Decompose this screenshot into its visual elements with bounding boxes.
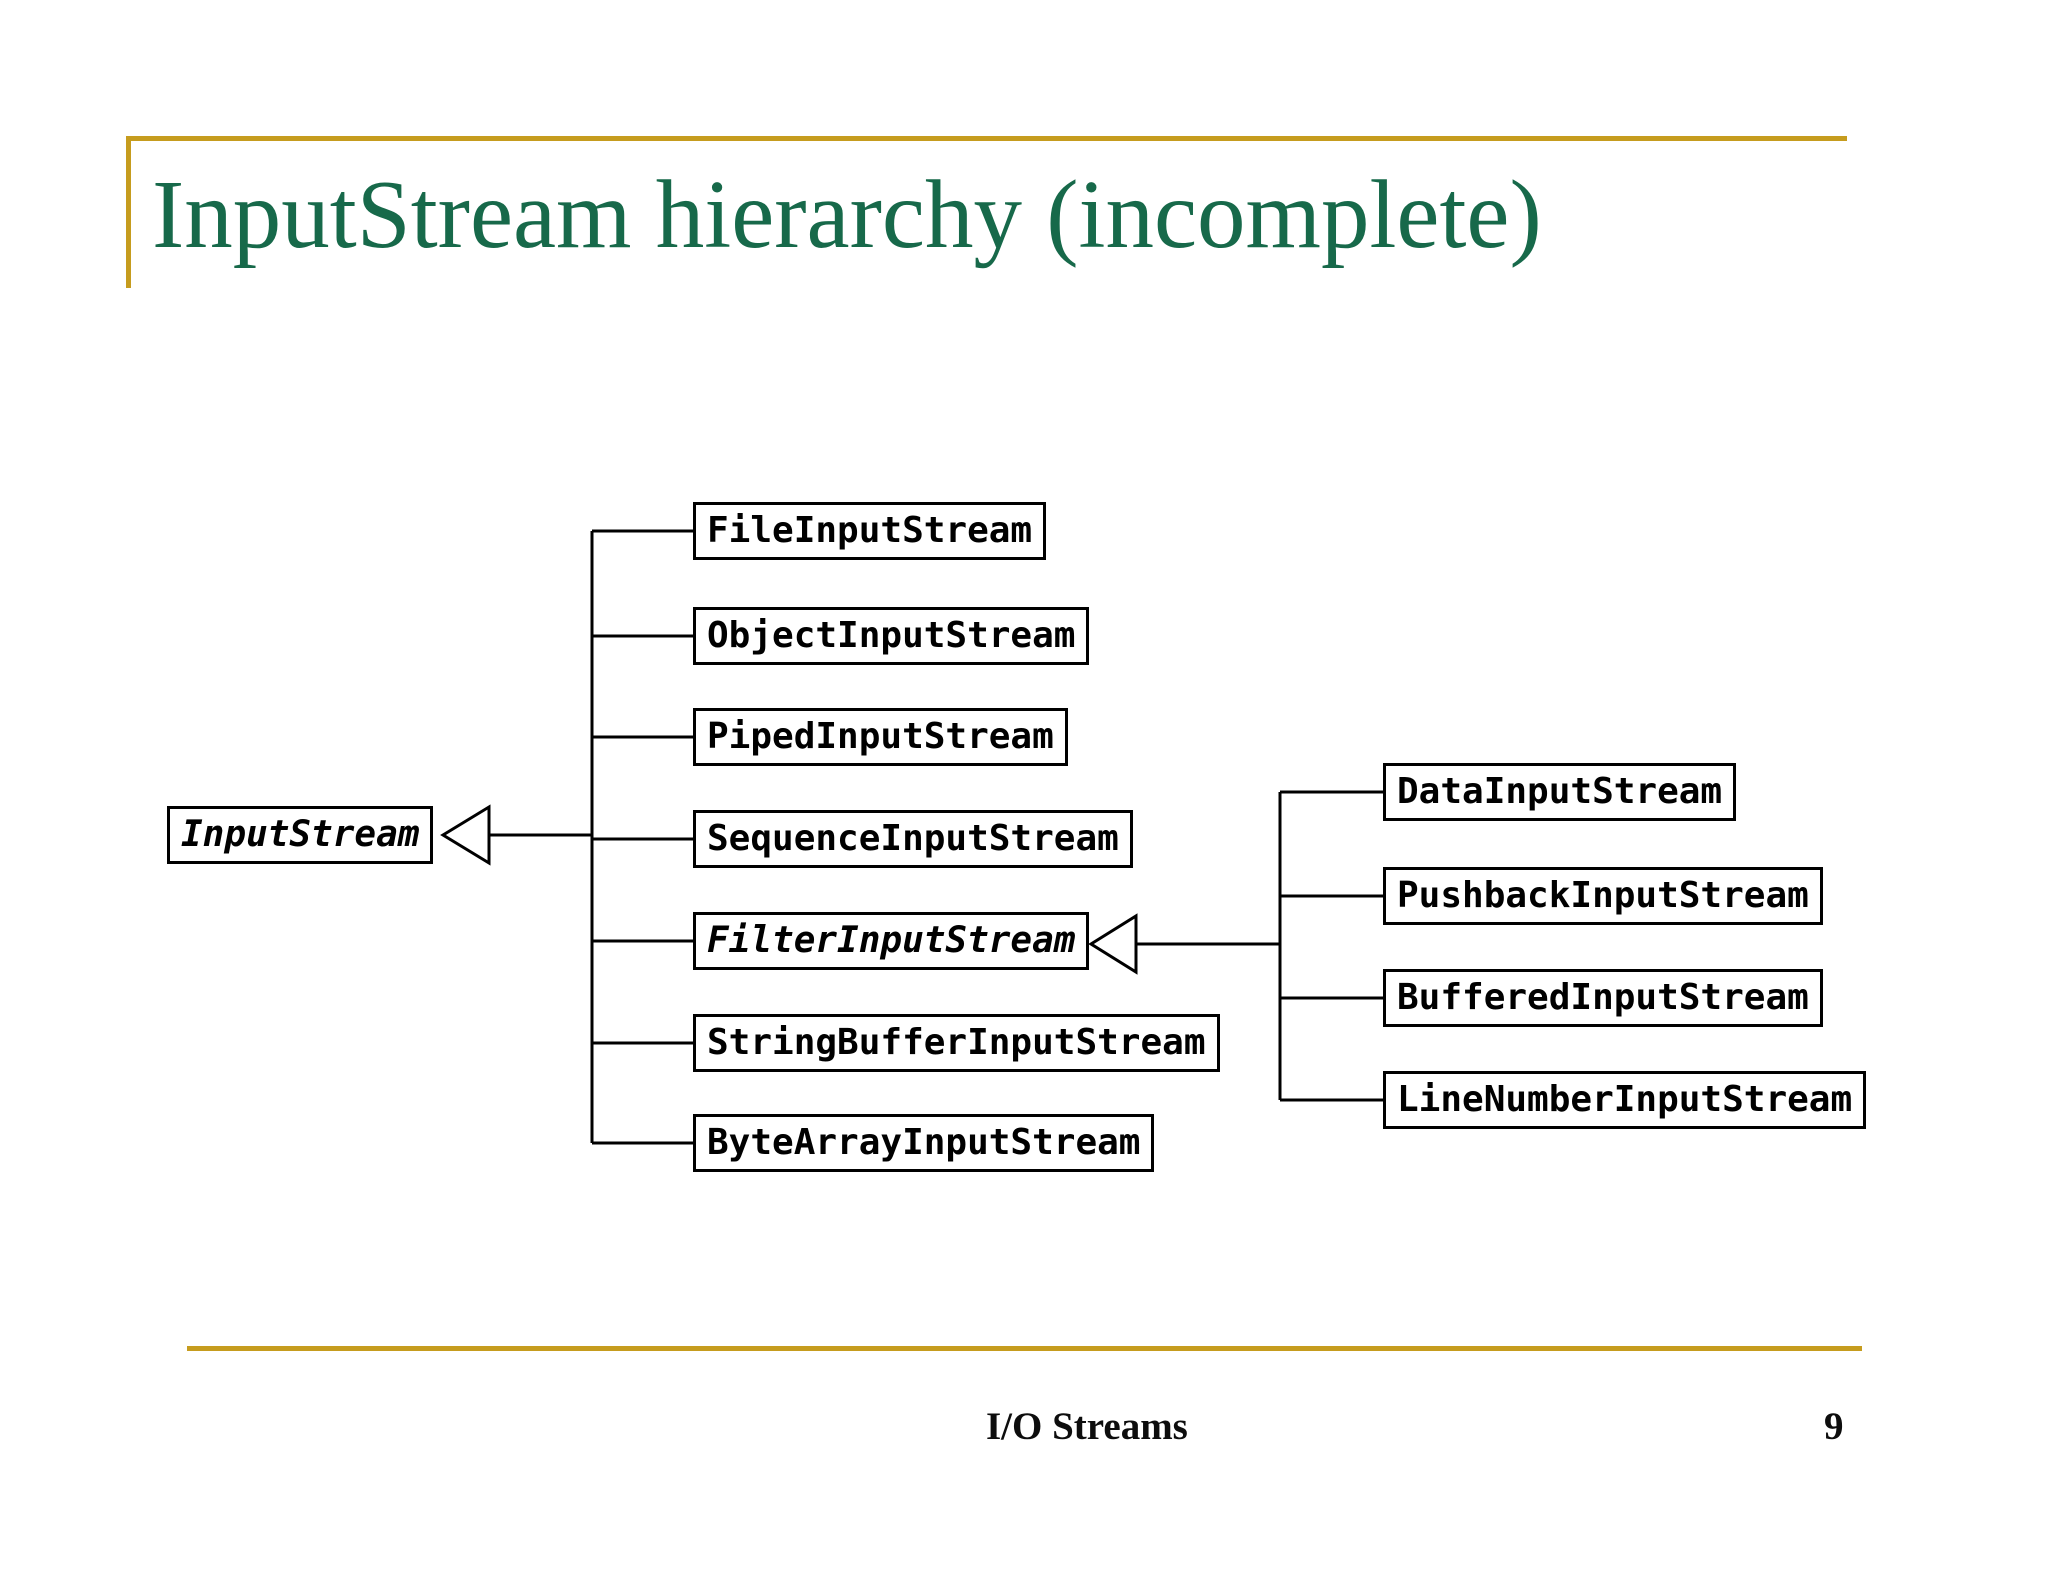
class-box-filterinputstream: FilterInputStream — [693, 912, 1090, 970]
connector-group — [488, 529, 1384, 1145]
class-box-pushbackinputstream: PushbackInputStream — [1383, 867, 1823, 925]
page-number: 9 — [1824, 1405, 1844, 1448]
class-box-pipedinputstream: PipedInputStream — [693, 708, 1068, 766]
class-box-bufferedinputstream: BufferedInputStream — [1383, 969, 1823, 1027]
inheritance-arrow-root-icon — [440, 804, 491, 866]
class-box-fileinputstream: FileInputStream — [693, 502, 1047, 560]
class-box-inputstream: InputStream — [167, 806, 434, 864]
class-box-stringbufferinputstream: StringBufferInputStream — [693, 1014, 1220, 1072]
bottom-accent-rule — [187, 1346, 1862, 1351]
class-box-sequenceinputstream: SequenceInputStream — [693, 810, 1133, 868]
class-box-datainputstream: DataInputStream — [1383, 763, 1737, 821]
top-accent-rule — [130, 136, 1847, 141]
inheritance-arrow-filter-icon — [1088, 913, 1138, 975]
footer-label: I/O Streams — [986, 1405, 1188, 1448]
class-box-bytearrayinputstream: ByteArrayInputStream — [693, 1114, 1155, 1172]
slide-title: InputStream hierarchy (incomplete) — [152, 161, 1542, 268]
left-accent-bar — [126, 136, 131, 288]
class-box-linenumberinputstream: LineNumberInputStream — [1383, 1071, 1867, 1129]
class-box-objectinputstream: ObjectInputStream — [693, 607, 1090, 665]
